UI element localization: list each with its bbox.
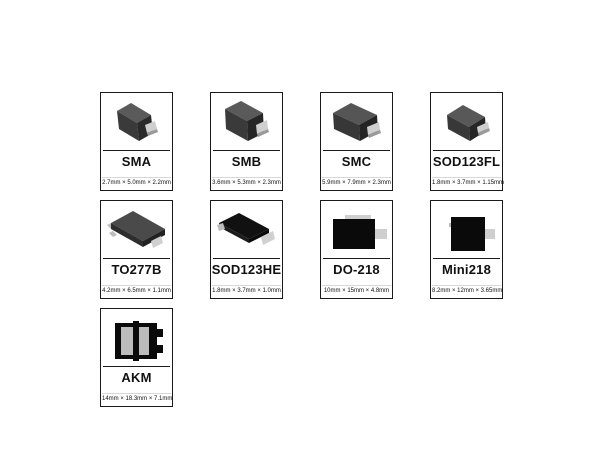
package-card-sod123fl: SOD123FL 1.8mm × 3.7mm × 1.15mm (430, 92, 504, 191)
do218-package-icon (333, 215, 387, 249)
package-name: AKM (121, 370, 152, 385)
package-name: TO277B (111, 262, 162, 277)
package-dimensions: 3.6mm × 5.3mm × 2.3mm (212, 177, 281, 189)
package-card-to277b: TO277B 4.2mm × 6.5mm × 1.1mm (100, 200, 173, 299)
card-divider (103, 258, 170, 259)
package-dimensions: 4.2mm × 6.5mm × 1.1mm (102, 285, 171, 297)
card-divider (213, 150, 280, 151)
package-card-mini218: Mini218 8.2mm × 12mm × 3.65mm (430, 200, 503, 299)
package-name: SOD123FL (432, 154, 501, 169)
package-card-akm: AKM 14mm × 18.3mm × 7.1mm (100, 308, 173, 407)
package-name: SMB (231, 154, 262, 169)
smc-package-icon (333, 103, 381, 141)
card-divider (103, 150, 170, 151)
sod123fl-package-icon (447, 105, 490, 141)
package-dimensions: 10mm × 15mm × 4.8mm (322, 285, 391, 297)
package-dimensions: 1.8mm × 3.7mm × 1.0mm (212, 285, 281, 297)
package-card-sod123he: SOD123HE 1.8mm × 3.7mm × 1.0mm (210, 200, 283, 299)
package-dimensions: 1.8mm × 3.7mm × 1.15mm (432, 177, 504, 189)
package-card-smb: SMB 3.6mm × 5.3mm × 2.3mm (210, 92, 283, 191)
card-divider (433, 258, 500, 259)
package-dimensions: 14mm × 18.3mm × 7.1mm (102, 393, 172, 405)
to277b-package-icon (107, 211, 165, 248)
sod123he-package-icon (217, 213, 275, 245)
card-divider (323, 258, 390, 259)
package-dimensions: 8.2mm × 12mm × 3.65mm (432, 285, 502, 297)
package-card-smc: SMC 5.9mm × 7.9mm × 2.3mm (320, 92, 393, 191)
card-divider (103, 366, 170, 367)
package-dimensions: 2.7mm × 5.0mm × 2.2mm (102, 177, 171, 189)
akm-package-icon (115, 321, 163, 361)
sma-package-icon (117, 103, 158, 141)
card-divider (213, 258, 280, 259)
package-name: SMA (121, 154, 152, 169)
package-name: DO-218 (333, 262, 380, 277)
package-name: SOD123HE (211, 262, 282, 277)
card-divider (433, 150, 500, 151)
card-divider (323, 150, 390, 151)
package-dimensions: 5.9mm × 7.9mm × 2.3mm (322, 177, 391, 189)
package-name: SMC (341, 154, 372, 169)
package-card-do218: DO-218 10mm × 15mm × 4.8mm (320, 200, 393, 299)
mini218-package-icon (449, 217, 495, 251)
package-name: Mini218 (441, 262, 492, 277)
package-card-sma: SMA 2.7mm × 5.0mm × 2.2mm (100, 92, 173, 191)
smb-package-icon (225, 101, 269, 141)
